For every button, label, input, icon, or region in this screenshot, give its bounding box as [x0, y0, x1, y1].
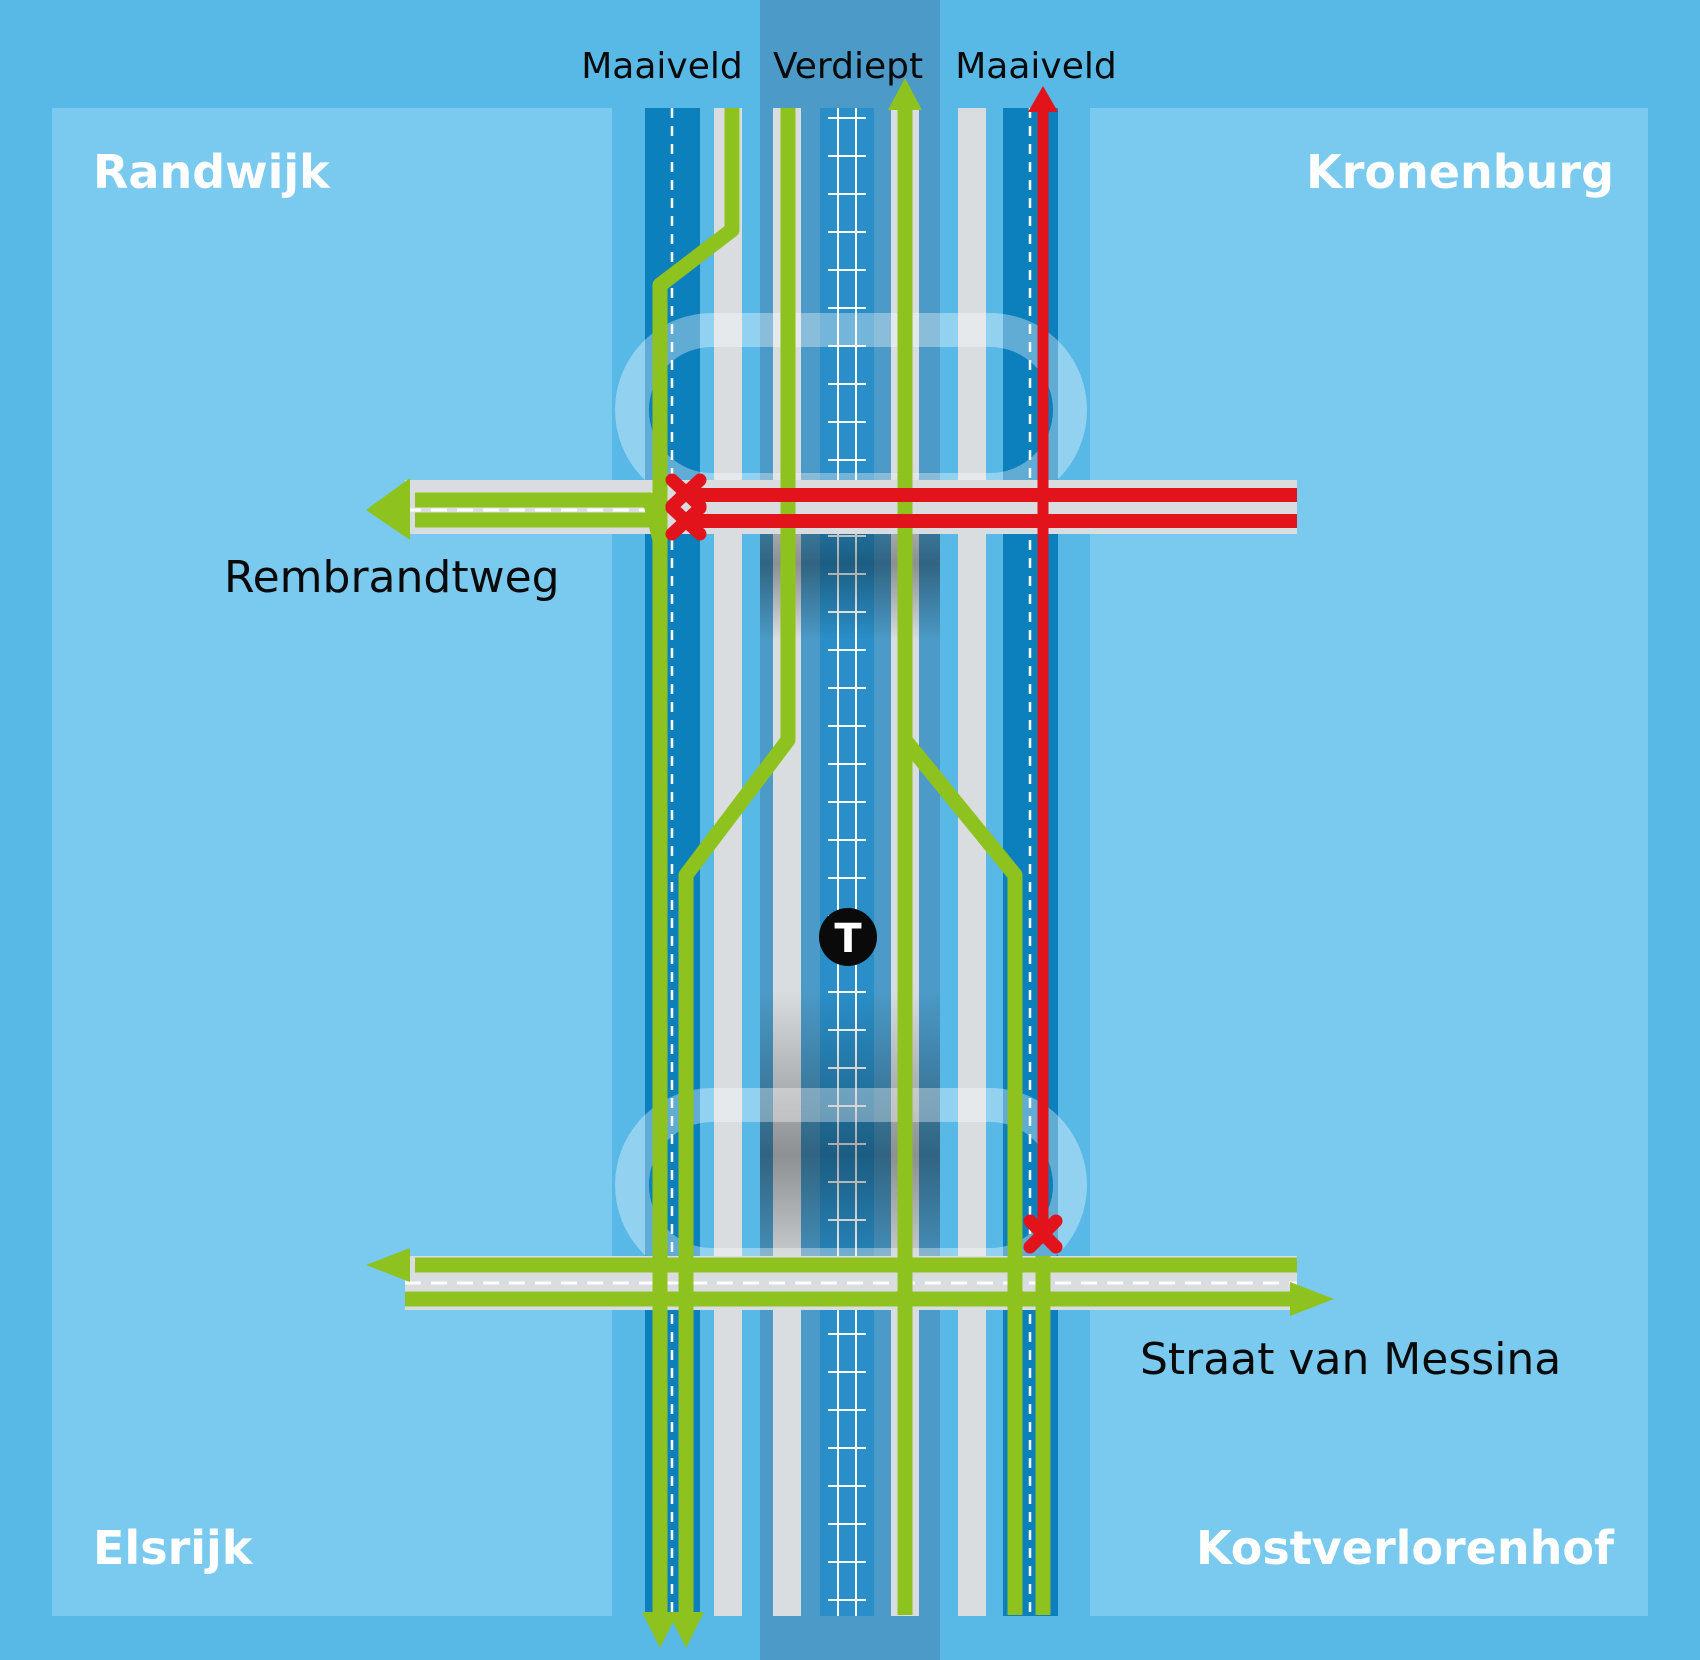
road-label-rembrandtweg: Rembrandtweg	[224, 552, 560, 603]
level-label-right: Maaiveld	[955, 46, 1117, 87]
district-panel-west	[52, 108, 612, 1616]
arrow-west-messina-icon	[366, 1248, 410, 1282]
blocked-cross-rembrandtweg-icon	[665, 473, 707, 541]
green-route-rembrandtweg-west	[415, 492, 668, 542]
arrow-north-icon	[888, 78, 922, 110]
red-routes	[690, 108, 1297, 1240]
west-sidewalk	[714, 108, 742, 1616]
district-label-kronenburg: Kronenburg	[1306, 145, 1614, 199]
arrow-south-west-inner-icon	[668, 1612, 704, 1648]
district-panel-east	[1090, 108, 1648, 1616]
green-route-west-inner	[678, 108, 796, 1615]
district-label-elsrijk: Elsrijk	[93, 1521, 254, 1575]
arrow-south-west-outer-icon	[642, 1612, 678, 1648]
tram-track-bed	[820, 108, 874, 1616]
tram-stop-symbol: T	[834, 916, 862, 962]
underpass-shadow-south	[760, 990, 940, 1290]
district-label-kostverlorenhof: Kostverlorenhof	[1196, 1521, 1615, 1575]
green-arrowheads	[366, 78, 1334, 1648]
green-routes	[405, 108, 1297, 1615]
road-label-messina: Straat van Messina	[1140, 1334, 1561, 1385]
district-label-randwijk: Randwijk	[93, 145, 331, 199]
arrow-west-rembrandtweg-icon	[366, 478, 410, 540]
level-label-left: Maaiveld	[581, 46, 743, 87]
arrow-east-messina-icon	[1290, 1282, 1334, 1316]
tram-stop-icon	[819, 908, 877, 966]
blocked-cross-messina-icon	[1023, 1214, 1063, 1254]
level-label-center: Verdiept	[773, 46, 923, 87]
east-sidewalk	[958, 108, 986, 1616]
tram-stop: T	[819, 908, 877, 966]
green-route-west-outer	[652, 108, 740, 1615]
red-arrow-north-icon	[1028, 86, 1058, 112]
